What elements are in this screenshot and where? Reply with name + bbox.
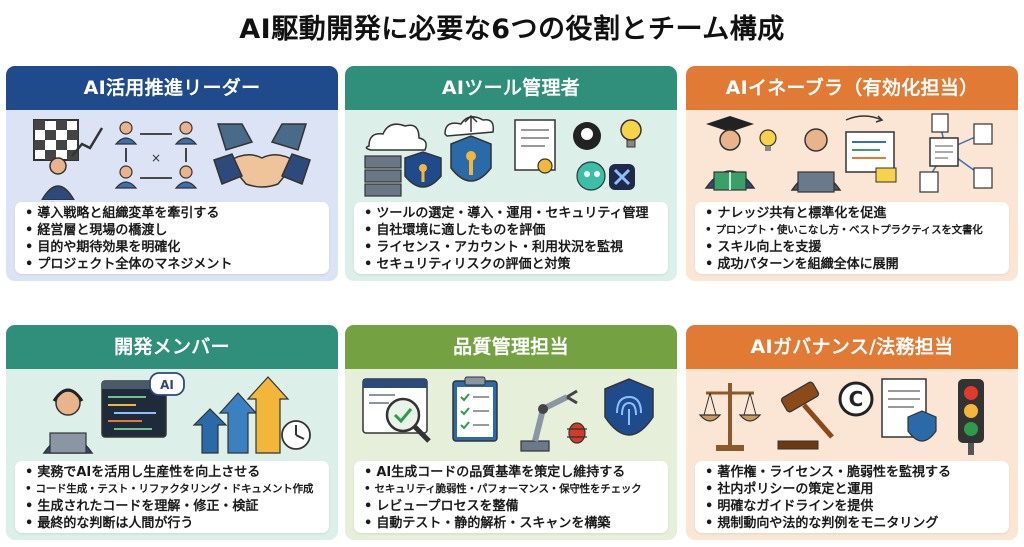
role-bullet-list: ナレッジ共有と標準化を促進 プロンプト・使いこなし方・ベストプラクティスを文書化… — [695, 202, 1009, 274]
bullet-item: 社内ポリシーの策定と運用 — [705, 481, 1001, 498]
bullet-item: 導入戦略と組織変革を牽引する — [25, 205, 321, 222]
document-shield-icon — [881, 378, 937, 442]
page-title: AI駆動開発に必要な6つの役割とチーム構成 — [239, 14, 785, 45]
role-card-developer: 開発メンバー AI — [6, 325, 338, 540]
role-illustration: C — [686, 369, 1018, 459]
bullet-item: 実務でAIを活用し生産性を向上させる — [25, 464, 321, 481]
scales-icon — [698, 383, 762, 451]
bullet-item: セキュリティ脆弱性・パフォーマンス・保守性をチェック — [364, 481, 660, 498]
graduate-reader-icon — [704, 116, 756, 191]
cloud-key-shield-icon — [444, 114, 495, 182]
headset-developer-icon — [42, 388, 94, 454]
bullet-item: 自社環境に適したものを評価 — [364, 222, 660, 239]
bullet-item: 生成されたコードを理解・修正・検証 — [25, 498, 321, 515]
code-magnifier-check-icon — [362, 378, 431, 443]
role-card-ai-enabler: AIイネーブラ（有効化担当） — [686, 66, 1018, 281]
robot-arm-bug-icon — [520, 389, 587, 452]
svg-text:AI: AI — [160, 378, 174, 392]
bullet-item: コード生成・テスト・リファクタリング・ドキュメント作成 — [25, 481, 321, 498]
lightbulb-icon — [759, 129, 777, 151]
code-window-icon — [101, 380, 167, 438]
bullet-item: 規制動向や法的な判例をモニタリング — [705, 515, 1001, 532]
document-network-icon — [919, 113, 993, 193]
role-bullet-list: AI生成コードの品質基準を策定し維持する セキュリティ脆弱性・パフォーマンス・保… — [354, 461, 668, 533]
role-illustration — [345, 369, 677, 459]
role-card-ai-promotion-leader: AI活用推進リーダー — [6, 66, 338, 281]
github-icon — [573, 122, 601, 150]
role-card-header: AIツール管理者 — [345, 66, 677, 110]
role-illustration: AI — [6, 369, 338, 459]
role-card-header: AIイネーブラ（有効化担当） — [686, 66, 1018, 110]
traffic-light-icon — [958, 379, 984, 455]
copyright-icon: C — [838, 381, 874, 417]
bullet-item: ツールの選定・導入・運用・セキュリティ管理 — [364, 205, 660, 222]
svg-text:×: × — [151, 151, 161, 165]
cloud-server-shield-icon — [364, 123, 442, 197]
ai-chat-icon: AI — [149, 372, 185, 396]
bullet-item: スキル向上を支援 — [705, 239, 1001, 256]
certificate-icon — [514, 119, 556, 174]
role-illustration — [345, 110, 677, 200]
bullet-item: プロジェクト全体のマネジメント — [25, 256, 321, 273]
svg-text:C: C — [849, 387, 864, 411]
chessboard-presenter-icon — [33, 119, 104, 200]
org-chart-icon: × — [114, 121, 198, 189]
bullet-item: 明確なガイドラインを提供 — [705, 498, 1001, 515]
laptop-developer-icon — [790, 115, 897, 193]
role-card-header: AI活用推進リーダー — [6, 66, 338, 110]
growth-arrows-clock-icon — [192, 376, 311, 454]
ai-tool-logos-icon — [576, 161, 635, 191]
gavel-icon — [777, 381, 834, 450]
bullet-item: レビュープロセスを整備 — [364, 498, 660, 515]
role-card-ai-governance-legal: AIガバナンス/法務担当 C — [686, 325, 1018, 540]
handshake-icon — [213, 123, 311, 188]
role-card-header: AIガバナンス/法務担当 — [686, 325, 1018, 369]
role-card-header: 開発メンバー — [6, 325, 338, 369]
role-card-quality-assurance: 品質管理担当 — [345, 325, 677, 540]
bullet-item: ナレッジ共有と標準化を促進 — [705, 205, 1001, 222]
bullet-item: 最終的な判断は人間が行う — [25, 515, 321, 532]
bullet-item: 自動テスト・静的解析・スキャンを構築 — [364, 515, 660, 532]
bullet-item: AI生成コードの品質基準を策定し維持する — [364, 464, 660, 481]
bullet-item: プロンプト・使いこなし方・ベストプラクティスを文書化 — [705, 222, 1001, 239]
bullet-item: 目的や期待効果を明確化 — [25, 239, 321, 256]
role-bullet-list: 著作権・ライセンス・脆弱性を監視する 社内ポリシーの策定と運用 明確なガイドライ… — [695, 461, 1009, 533]
bullet-item: 成功パターンを組織全体に展開 — [705, 256, 1001, 273]
bullet-item: ライセンス・アカウント・利用状況を監視 — [364, 239, 660, 256]
lightbulb-icon — [620, 119, 642, 148]
bullet-item: 著作権・ライセンス・脆弱性を監視する — [705, 464, 1001, 481]
role-illustration: × — [6, 110, 338, 200]
role-bullet-list: ツールの選定・導入・運用・セキュリティ管理 自社環境に適したものを評価 ライセン… — [354, 202, 668, 274]
bullet-item: セキュリティリスクの評価と対策 — [364, 256, 660, 273]
role-card-ai-tool-admin: AIツール管理者 — [345, 66, 677, 281]
bullet-item: 経営層と現場の橋渡し — [25, 222, 321, 239]
role-bullet-list: 実務でAIを活用し生産性を向上させる コード生成・テスト・リファクタリング・ドキ… — [15, 461, 329, 533]
role-card-header: 品質管理担当 — [345, 325, 677, 369]
checklist-clipboard-icon — [452, 376, 498, 442]
role-illustration — [686, 110, 1018, 200]
role-bullet-list: 導入戦略と組織変革を牽引する 経営層と現場の橋渡し 目的や期待効果を明確化 プロ… — [15, 202, 329, 274]
fingerprint-shield-icon — [604, 378, 654, 436]
